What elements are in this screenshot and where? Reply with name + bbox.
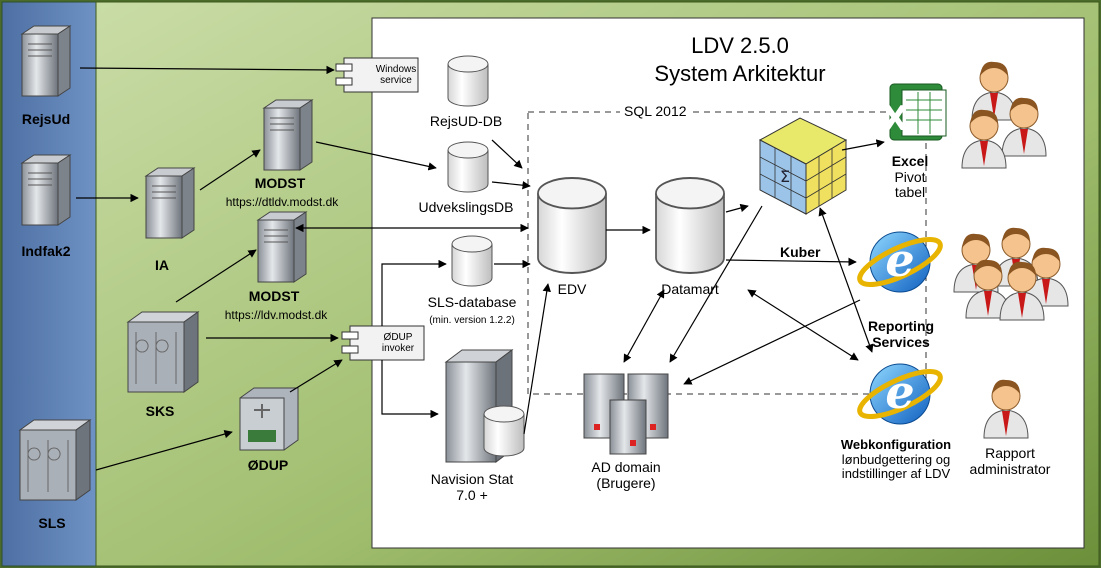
- webkonf-line2: lønbudgettering og: [841, 451, 951, 467]
- excel-icon: X: [882, 83, 947, 141]
- sls-label: SLS: [38, 515, 66, 531]
- ad-domain-servers-icon: [583, 373, 669, 455]
- odup-router-icon: [239, 387, 299, 451]
- excel-line3: tabel: [894, 184, 926, 201]
- udveksling-db-label: UdvekslingsDB: [418, 199, 514, 215]
- ad-domain-label: AD domain (Brugere): [591, 459, 661, 491]
- sls-db-label: SLS-database: [427, 294, 517, 310]
- sks-mainframe-icon: [127, 311, 199, 393]
- sql-2012-label: SQL 2012: [620, 103, 691, 120]
- title-line2: System Arkitektur: [654, 60, 826, 86]
- navision-line1: Navision Stat: [430, 471, 514, 487]
- modst-dt-url: https://dtldv.modst.dk: [225, 195, 339, 209]
- windows-service-label: Windows service: [376, 64, 417, 86]
- odup-label: ØDUP: [247, 457, 289, 473]
- navision-server-icon: [444, 349, 525, 463]
- indfak2-server-icon: [21, 154, 71, 226]
- navision-line2: 7.0 +: [456, 486, 488, 503]
- edv-db-icon: [537, 177, 607, 274]
- rejsud-db-label: RejsUD-DB: [429, 113, 503, 129]
- webkonf-line3: indstillinger af LDV: [841, 466, 951, 482]
- sls-db-note: (min. version 1.2.2): [429, 315, 515, 326]
- navision-label: Navision Stat 7.0 +: [430, 471, 514, 503]
- rejsud-label: RejsUd: [21, 111, 71, 127]
- kuber-label: Kuber: [780, 244, 821, 260]
- reporting-line1: Reporting: [867, 318, 935, 334]
- svg-text:Σ: Σ: [780, 167, 790, 186]
- rapport-administrator-label: Rapport administrator: [969, 445, 1051, 477]
- olap-cube-icon: Σ: [758, 117, 848, 215]
- webkonf-line1: Webkonfiguration: [840, 437, 952, 452]
- modst-prod-server-icon: [257, 211, 307, 283]
- ia-server-icon: [145, 167, 195, 239]
- ia-label: IA: [155, 257, 169, 273]
- ad-line2: (Brugere): [596, 474, 656, 491]
- title-line1: LDV 2.5.0: [691, 33, 789, 58]
- odup-invoker-line1: ØDUP: [383, 332, 413, 343]
- excel-label: Excel Pivot tabel: [891, 153, 929, 201]
- datamart-label: Datamart: [661, 281, 719, 297]
- excel-line1: Excel: [891, 153, 929, 169]
- reporting-line2: Services: [872, 333, 930, 350]
- sls-database-icon: [451, 235, 493, 287]
- sls-mainframe-icon: [19, 419, 91, 501]
- modst-dt-name: MODST: [254, 175, 306, 191]
- sks-label: SKS: [145, 403, 175, 419]
- diagram-title: LDV 2.5.0 System Arkitektur: [654, 32, 825, 87]
- indfak2-label: Indfak2: [21, 243, 71, 259]
- ad-line1: AD domain: [591, 459, 661, 475]
- windows-service-line2: service: [380, 75, 412, 87]
- connectors: [76, 65, 885, 471]
- windows-service-line1: Windows: [375, 64, 417, 75]
- odup-invoker-line2: invoker: [381, 343, 415, 355]
- odup-invoker-label: ØDUP invoker: [382, 332, 414, 354]
- datamart-db-icon: [655, 177, 725, 274]
- reporting-services-label: Reporting Services: [867, 318, 935, 350]
- edv-label: EDV: [557, 281, 587, 297]
- rejsud-db-icon: [447, 55, 489, 107]
- modst-dt-server-icon: [263, 99, 313, 171]
- rapport-line2: administrator: [969, 460, 1051, 477]
- rapport-line1: Rapport: [985, 445, 1035, 461]
- modst-prod-url: https://ldv.modst.dk: [224, 308, 328, 322]
- webkonfiguration-label: Webkonfiguration lønbudgettering og inds…: [840, 437, 952, 482]
- udvekslings-db-icon: [447, 141, 489, 193]
- modst-prod-name: MODST: [248, 288, 300, 304]
- excel-line2: Pivot: [894, 168, 926, 185]
- rejsud-server-icon: [21, 25, 71, 97]
- svg-text:X: X: [882, 99, 908, 139]
